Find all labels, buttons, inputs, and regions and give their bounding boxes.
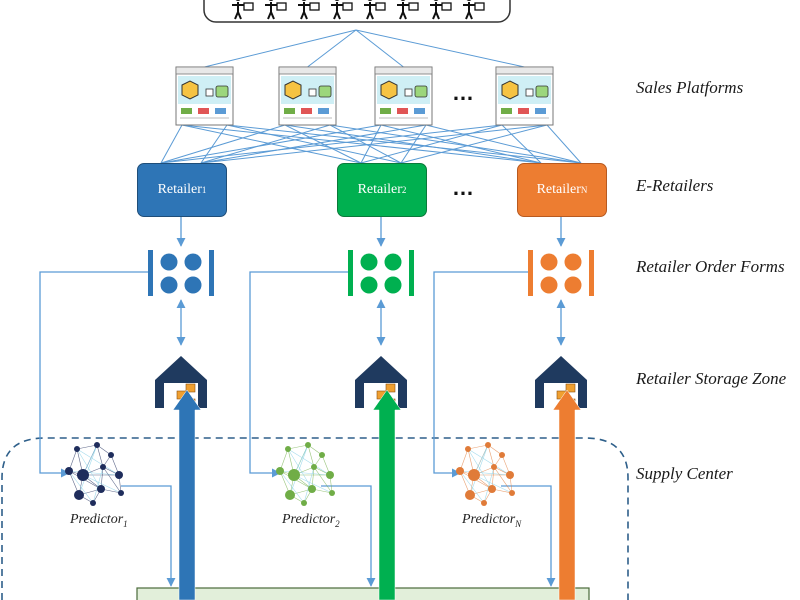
platform-ellipsis: …: [452, 80, 475, 105]
label-order-forms: Retailer Order Forms: [636, 257, 785, 276]
customer-icon: [232, 0, 254, 20]
customer-platform-links: [204, 29, 525, 68]
customer-icon: [430, 0, 452, 20]
cart-icon: [375, 2, 386, 11]
sales-platform-icon: [175, 66, 234, 126]
retailer-label: Retailer: [536, 182, 581, 197]
cart-icon: [441, 2, 452, 11]
customers-box: [203, 0, 511, 23]
label-storage-zone: Retailer Storage Zone: [636, 369, 787, 388]
predictor-label-2: Predictor2: [282, 512, 340, 529]
predictor-label: Predictor: [70, 512, 124, 527]
retailer-label: Retailer: [157, 182, 202, 197]
retailer-ellipsis: …: [452, 175, 475, 200]
supply-arrow: [372, 389, 402, 600]
order-form-icon: [148, 250, 214, 296]
predictor-label: Predictor: [282, 512, 336, 527]
predictor-network-icon: [276, 442, 335, 506]
customer-icons: [232, 0, 485, 20]
column-1: [39, 215, 214, 600]
cart-icon: [276, 2, 287, 11]
predictor-subscript: 2: [335, 518, 340, 529]
label-sales-platforms: Sales Platforms: [636, 78, 744, 97]
retailer-subscript: 1: [201, 185, 207, 195]
predictor-network-icon: [65, 442, 124, 506]
customer-icon: [364, 0, 386, 20]
customer-icon: [331, 0, 353, 20]
customer-icon: [265, 0, 287, 20]
retailer-label: Retailer: [357, 182, 402, 197]
column-2: [249, 215, 414, 600]
retailer-subscript: N: [580, 185, 588, 195]
predictor-label: Predictor: [462, 512, 516, 527]
label-supply-center: Supply Center: [636, 464, 733, 483]
sales-platform-icon: [278, 66, 337, 126]
column-3: [433, 215, 594, 600]
cart-icon: [342, 2, 353, 11]
cart-icon: [408, 2, 419, 11]
predictor-label-n: PredictorN: [462, 512, 521, 529]
cart-icon: [243, 2, 254, 11]
sales-platform-icon: [374, 66, 433, 126]
customer-icon: [463, 0, 485, 20]
predictor-label-1: Predictor1: [70, 512, 128, 529]
label-e-retailers: E-Retailers: [636, 176, 714, 195]
supply-arrow: [172, 389, 202, 600]
order-form-icon: [348, 250, 414, 296]
warehouse-icon: [534, 352, 588, 408]
supply-pool-bar: [136, 587, 590, 600]
order-form-icon: [528, 250, 594, 296]
cart-icon: [309, 2, 320, 11]
cart-icon: [474, 2, 485, 11]
supply-center-region: [1, 437, 629, 600]
customer-icon: [298, 0, 320, 20]
platform-retailer-links: [160, 124, 582, 164]
retailer-subscript: 2: [401, 185, 407, 195]
customer-icon: [397, 0, 419, 20]
supply-arrow: [552, 389, 582, 600]
predictor-network-icon: [456, 442, 515, 506]
predictor-subscript: N: [515, 518, 522, 529]
sales-platforms: [175, 66, 554, 126]
sales-platform-icon: [495, 66, 554, 126]
predictor-subscript: 1: [123, 518, 128, 529]
